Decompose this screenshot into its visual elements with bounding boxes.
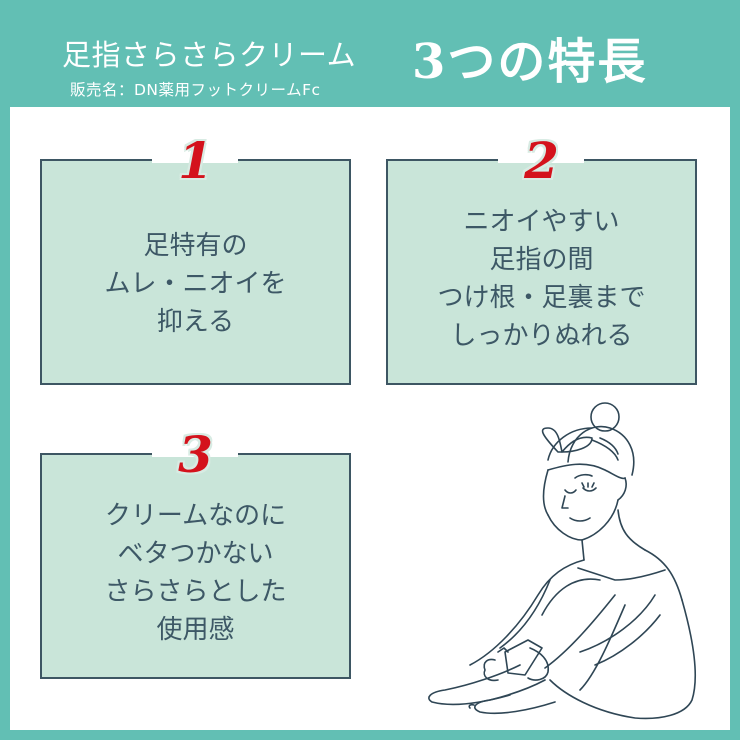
border-gap [152, 452, 238, 457]
feature-number-2: 2 [524, 131, 559, 190]
feature-box-3: 3 クリームなのに ベタつかない さらさらとした 使用感 [40, 425, 351, 679]
headline: 3つの特長 [412, 34, 648, 90]
feature-line: 足指の間 [489, 245, 594, 275]
feature-line: 抑える [156, 307, 235, 337]
feature-text-2: ニオイやすい 足指の間 つけ根・足裏まで しっかりぬれる [388, 203, 695, 355]
feature-line: ベタつかない [117, 539, 274, 569]
feature-box-2: 2 ニオイやすい 足指の間 つけ根・足裏まで しっかりぬれる [386, 131, 697, 385]
feature-line: ムレ・ニオイを [104, 269, 287, 299]
header: 足指さらさらクリーム 販売名：DN薬用フットクリームFc 3つの特長 [0, 0, 740, 107]
feature-text-1: 足特有の ムレ・ニオイを 抑える [42, 227, 349, 341]
woman-applying-foot-cream-illustration [370, 390, 740, 730]
feature-line: 足特有の [143, 231, 248, 261]
border-gap [498, 158, 584, 163]
product-name: 足指さらさらクリーム [62, 38, 357, 72]
feature-line: クリームなのに [104, 501, 287, 531]
feature-text-3: クリームなのに ベタつかない さらさらとした 使用感 [42, 497, 349, 649]
feature-line: しっかりぬれる [450, 321, 633, 351]
feature-line: つけ根・足裏まで [437, 283, 646, 313]
sales-name: 販売名：DN薬用フットクリームFc [70, 81, 321, 99]
feature-box-1: 1 足特有の ムレ・ニオイを 抑える [40, 131, 351, 385]
border-gap [152, 158, 238, 163]
feature-line: ニオイやすい [463, 207, 620, 237]
feature-line: 使用感 [156, 615, 235, 645]
feature-number-1: 1 [178, 131, 213, 190]
feature-number-3: 3 [178, 425, 213, 484]
feature-line: さらさらとした [104, 577, 287, 607]
